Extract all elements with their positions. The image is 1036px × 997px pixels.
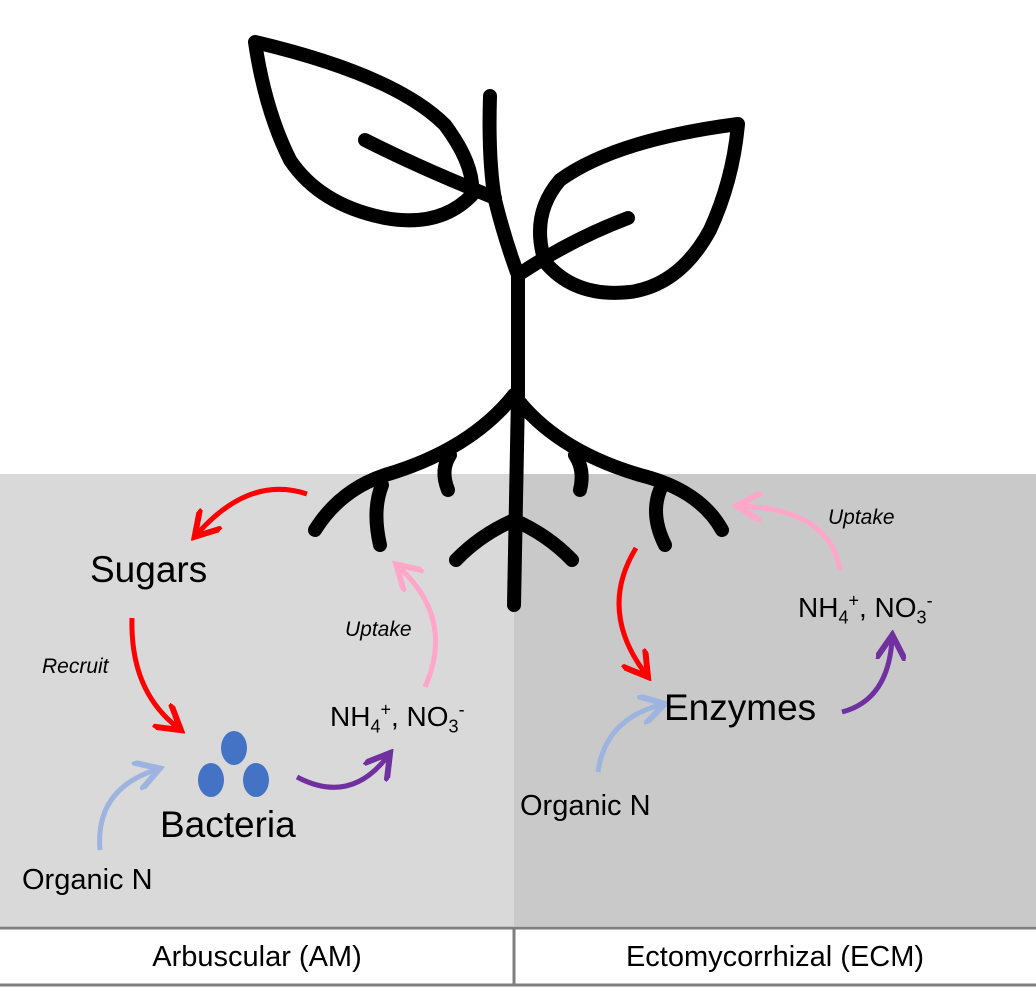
- ecm-mineralization-arrow: [841, 640, 892, 715]
- am-ion-separator: ,: [390, 701, 407, 732]
- ecm-nh4-base: NH: [798, 592, 839, 623]
- am-organic-n-label: Organic N: [22, 864, 153, 896]
- ecm-exudate-arrow: [616, 546, 645, 673]
- ecm-nh4-sup: +: [848, 590, 859, 611]
- ecm-uptake-label: Uptake: [828, 506, 895, 529]
- ecm-nh4-sub: 4: [838, 607, 849, 628]
- ecm-soil-panel: [514, 474, 1036, 926]
- am-nh4-base: NH: [330, 701, 371, 732]
- am-nitrogen-ions-label: NH4+, NO3-: [330, 699, 465, 736]
- footer-ecm-label: Ectomycorrhizal (ECM): [625, 940, 925, 973]
- am-no3-base: NO: [406, 701, 449, 732]
- ecm-uptake-arrow: [742, 506, 843, 571]
- ecm-no3-sup: -: [926, 590, 933, 611]
- am-soil-panel: [0, 474, 514, 926]
- am-recruit-label: Recruit: [42, 655, 109, 678]
- footer-am-label: Arbuscular (AM): [152, 940, 362, 973]
- am-no3-sub: 3: [448, 716, 459, 737]
- ecm-no3-sub: 3: [916, 607, 927, 628]
- am-bacteria-label: Bacteria: [160, 804, 296, 845]
- am-uptake-arrow: [400, 568, 439, 689]
- ecm-organic-n-label: Organic N: [520, 790, 651, 822]
- ecm-enzymes-label: Enzymes: [664, 687, 817, 728]
- am-mineralization-arrow: [295, 757, 387, 790]
- am-uptake-label: Uptake: [345, 618, 412, 641]
- ecm-nitrogen-ions-label: NH4+, NO3-: [798, 590, 933, 627]
- am-nh4-sup: +: [380, 699, 391, 720]
- am-sugar-release-arrow: [198, 486, 308, 533]
- am-no3-sup: -: [458, 699, 465, 720]
- ecm-ion-separator: ,: [858, 592, 875, 623]
- bacteria-icon: [198, 731, 269, 797]
- am-organic-n-arrow: [97, 770, 155, 851]
- am-nh4-sub: 4: [370, 716, 381, 737]
- am-recruit-arrow: [129, 617, 177, 727]
- ecm-organic-n-arrow: [595, 705, 660, 773]
- am-sugars-label: Sugars: [90, 549, 208, 590]
- ecm-no3-base: NO: [874, 592, 917, 623]
- plant-icon: [248, 35, 745, 612]
